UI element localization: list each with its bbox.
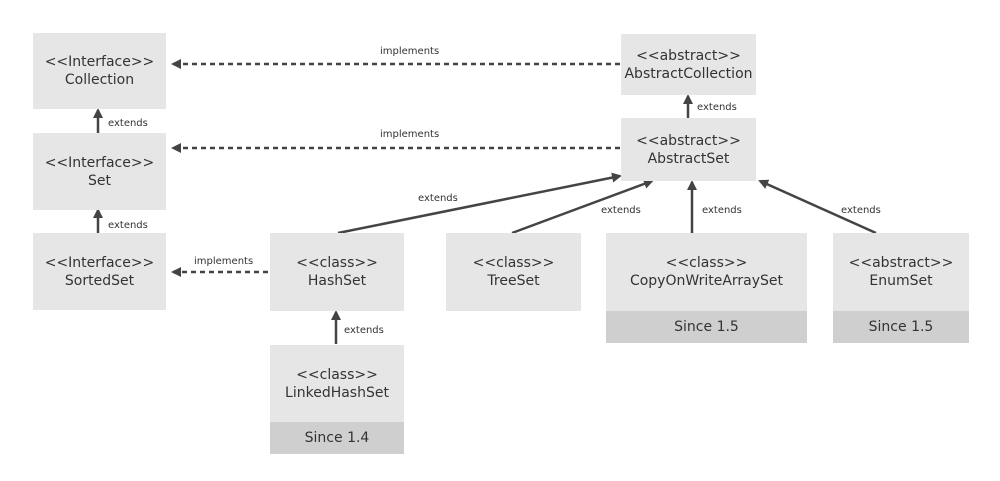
- node-abstract-collection: <<abstract>> AbstractCollection: [621, 34, 756, 95]
- edge-label-extends: extends: [108, 220, 148, 231]
- node-copy-on-write-array-set: <<class>> CopyOnWriteArraySet: [606, 233, 807, 311]
- edge-label-extends: extends: [418, 193, 458, 204]
- edge-tree-set-extends-abstract-set: [511, 179, 654, 235]
- node-name: Collection: [64, 72, 135, 88]
- node-collection: <<Interface>> Collection: [33, 33, 166, 109]
- node-stereotype: <<class>>: [296, 366, 378, 383]
- node-enum-set: <<abstract>> EnumSet: [833, 233, 969, 311]
- node-stereotype: <<class>>: [665, 255, 748, 271]
- edge-label-extends: extends: [601, 205, 641, 216]
- edge-label-extends: extends: [108, 118, 148, 129]
- node-hash-set: <<class>> HashSet: [270, 233, 404, 311]
- edge-label-extends: extends: [344, 325, 384, 336]
- edge-label-extends: extends: [841, 205, 881, 216]
- node-name: HashSet: [307, 273, 367, 289]
- node-stereotype: <<Interface>>: [44, 254, 155, 271]
- edge-label-implements: implements: [380, 46, 440, 57]
- edge-label-implements: implements: [194, 256, 254, 267]
- node-stereotype: <<abstract>>: [636, 47, 741, 64]
- node-name: SortedSet: [64, 272, 135, 289]
- edge-hash-set-extends-abstract-set: [337, 172, 622, 235]
- node-abstract-set: <<abstract>> AbstractSet: [621, 118, 756, 181]
- since-badge: Since 1.5: [833, 311, 969, 343]
- node-stereotype: <<Interface>>: [44, 54, 155, 70]
- node-name: Set: [88, 172, 111, 189]
- edge-label-extends: extends: [697, 102, 737, 113]
- node-name: AbstractSet: [647, 150, 730, 167]
- edge-label-extends: extends: [702, 205, 742, 216]
- node-linked-hash-set: <<class>> LinkedHashSet: [270, 345, 404, 422]
- node-sorted-set: <<Interface>> SortedSet: [33, 233, 166, 310]
- node-name: EnumSet: [869, 273, 933, 289]
- since-badge: Since 1.5: [606, 311, 807, 343]
- node-stereotype: <<Interface>>: [44, 154, 155, 171]
- node-tree-set: <<class>> TreeSet: [446, 233, 581, 311]
- node-stereotype: <<abstract>>: [848, 255, 954, 271]
- since-badge: Since 1.4: [270, 422, 404, 454]
- node-stereotype: <<class>>: [296, 255, 378, 271]
- node-name: TreeSet: [487, 273, 540, 289]
- edge-enum-set-extends-abstract-set: [758, 179, 877, 235]
- node-name: CopyOnWriteArraySet: [629, 273, 784, 289]
- node-name: AbstractCollection: [624, 65, 753, 82]
- node-set: <<Interface>> Set: [33, 133, 166, 210]
- node-stereotype: <<class>>: [472, 255, 555, 271]
- node-name: LinkedHashSet: [285, 384, 389, 401]
- edge-label-implements: implements: [380, 129, 440, 140]
- node-stereotype: <<abstract>>: [636, 132, 741, 149]
